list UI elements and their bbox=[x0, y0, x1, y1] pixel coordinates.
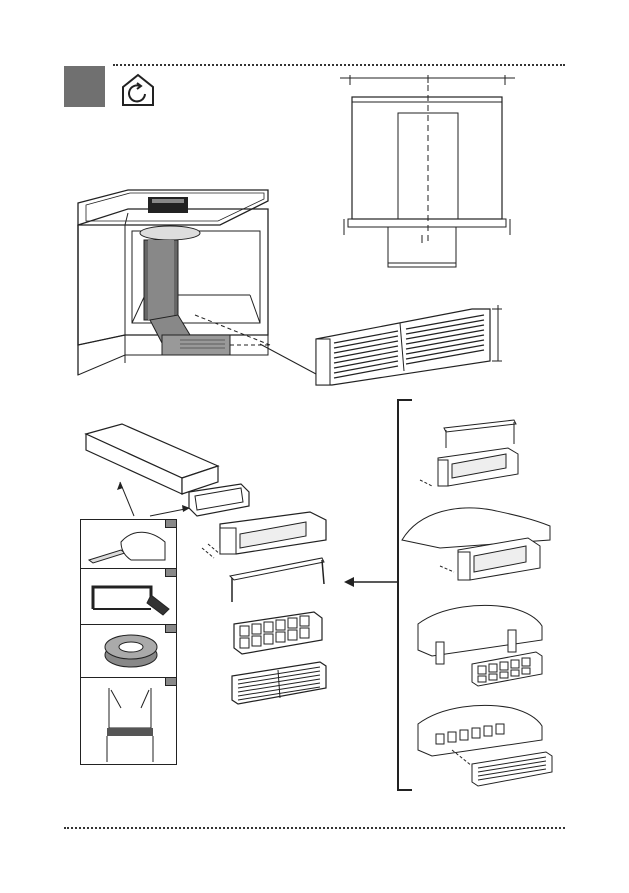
home-recirculation-icon bbox=[120, 72, 156, 108]
filter-in-plinth bbox=[412, 600, 552, 692]
adapter-in-plinth bbox=[400, 500, 560, 588]
plinth-grille-detail bbox=[312, 305, 507, 387]
bottom-dotted-rule bbox=[64, 827, 565, 829]
tool-panel-knife bbox=[80, 519, 177, 569]
tool-panel-saw bbox=[80, 568, 177, 625]
grille-on-plinth bbox=[412, 700, 557, 790]
panel-tab bbox=[165, 520, 176, 528]
assembly-arrow bbox=[342, 572, 400, 592]
taped-duct-joint bbox=[81, 678, 176, 764]
plinth-grille bbox=[228, 660, 328, 708]
tool-panel-taped-joint bbox=[80, 677, 177, 765]
cutter-knife bbox=[81, 520, 176, 568]
panel-tab bbox=[165, 678, 176, 686]
frame-placement bbox=[418, 418, 528, 493]
zoom-pointer bbox=[260, 340, 320, 380]
cabinet-hob-with-duct bbox=[70, 185, 290, 385]
mounting-frame bbox=[228, 556, 328, 606]
hacksaw bbox=[81, 569, 176, 624]
panel-tab bbox=[165, 625, 176, 633]
step-badge bbox=[64, 66, 105, 107]
top-dotted-rule bbox=[113, 64, 565, 66]
filter-cassette bbox=[230, 610, 325, 658]
sealing-tape bbox=[81, 625, 176, 677]
tool-panel-tape bbox=[80, 624, 177, 678]
dimension-diagram bbox=[340, 75, 520, 270]
panel-tab bbox=[165, 569, 176, 577]
